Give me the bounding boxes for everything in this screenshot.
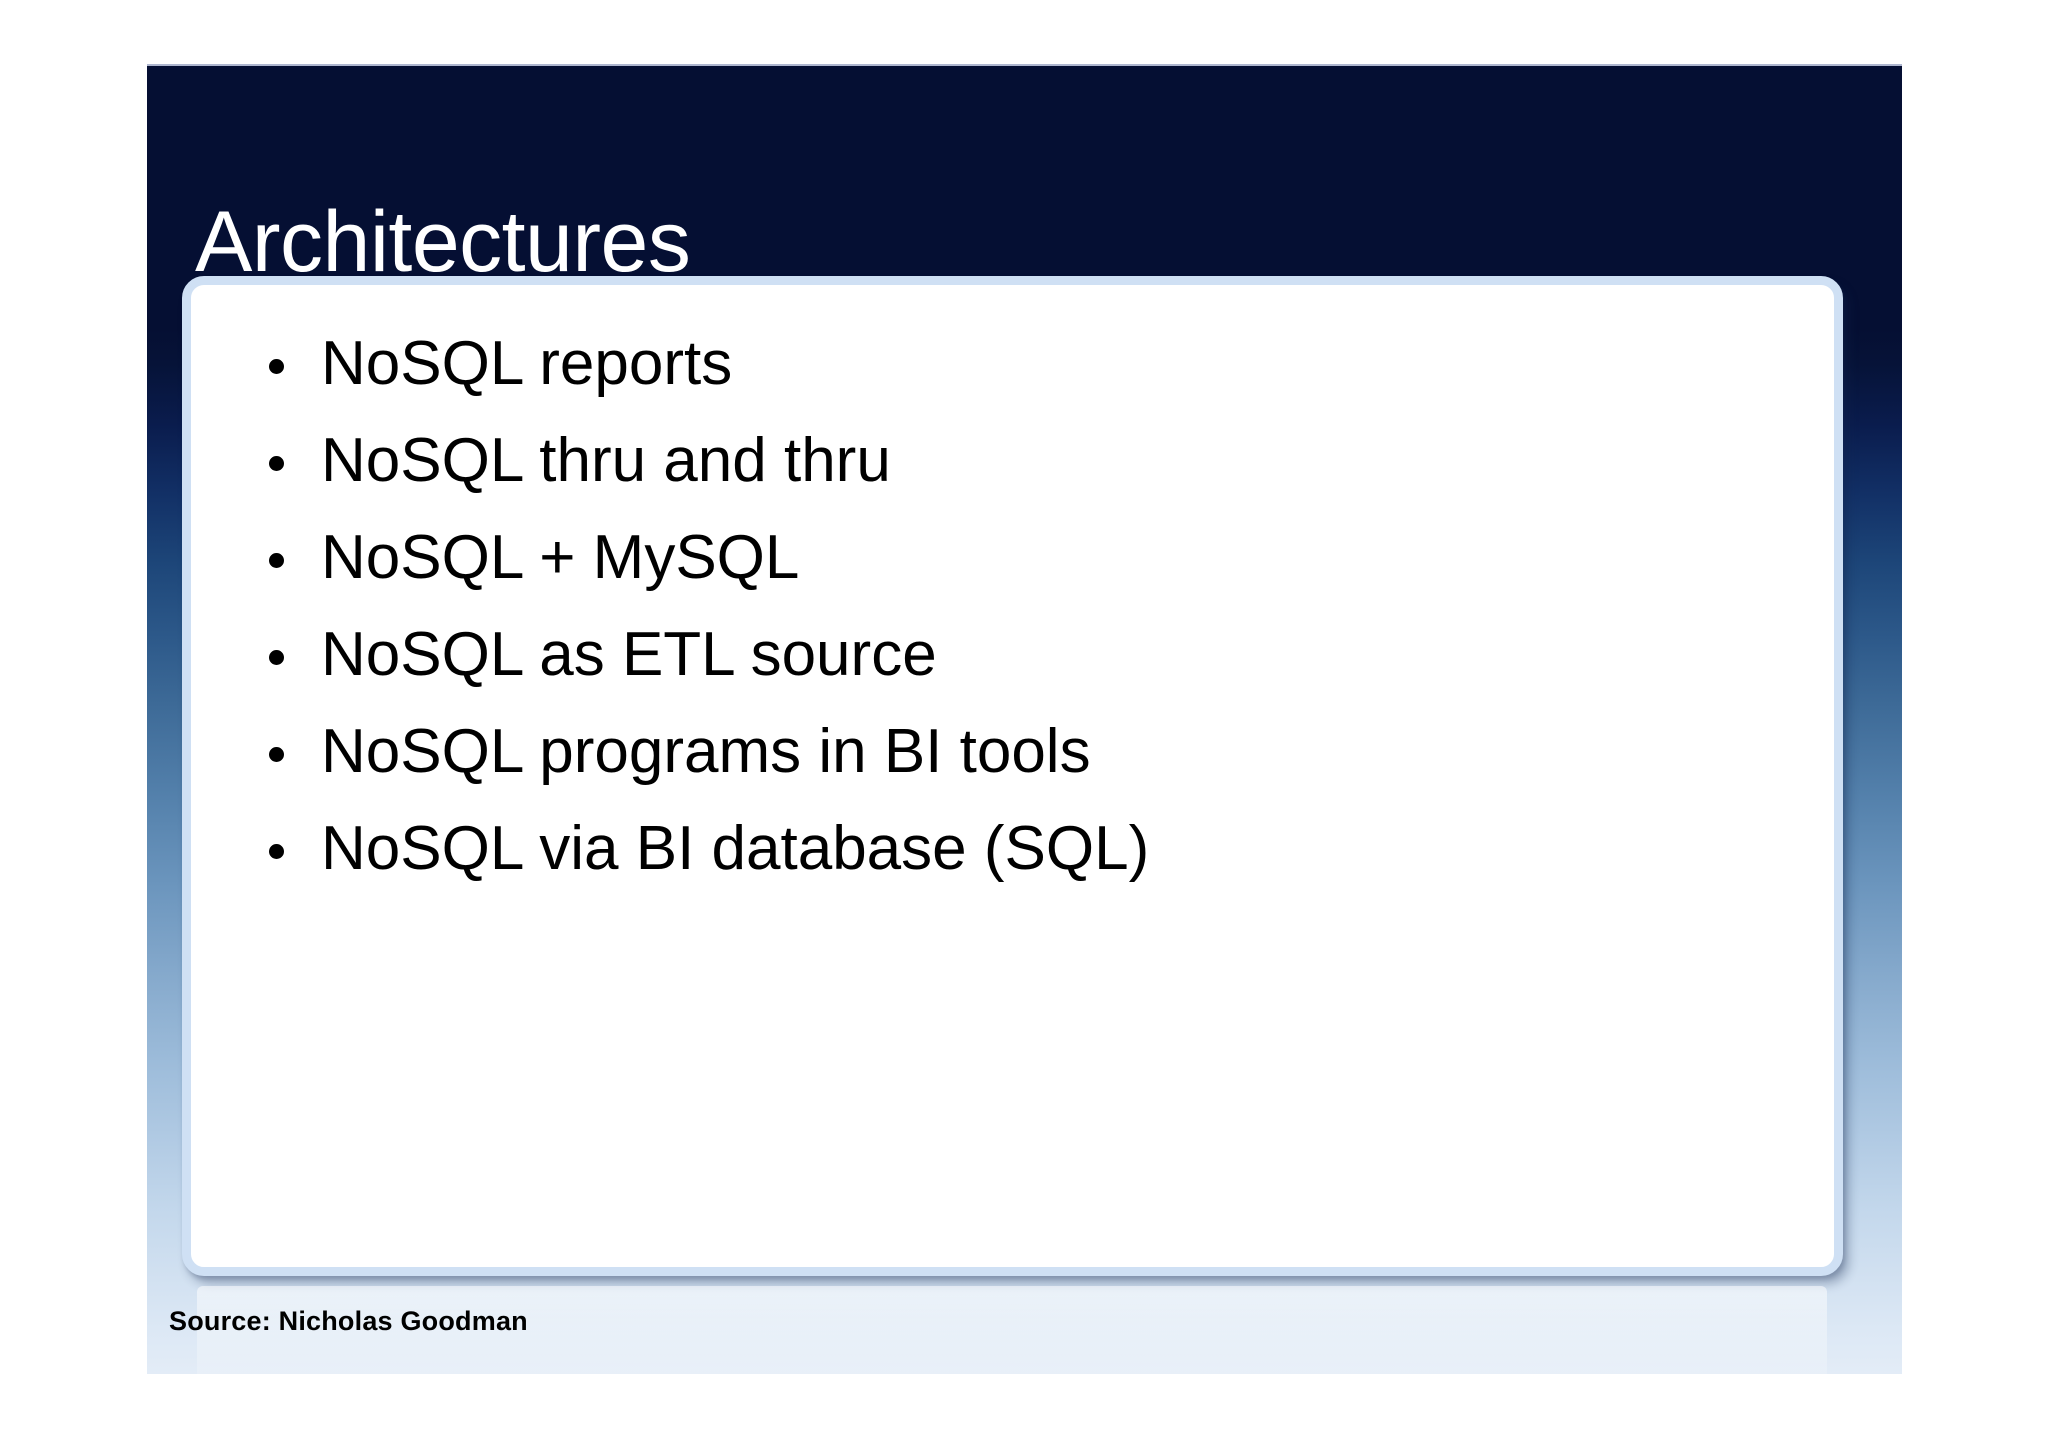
bullet-marker-icon bbox=[269, 844, 284, 859]
list-item: NoSQL + MySQL bbox=[191, 521, 1834, 595]
list-item-label: NoSQL reports bbox=[321, 329, 733, 398]
list-item-label: NoSQL thru and thru bbox=[321, 426, 891, 495]
content-box-wrapper: NoSQL reports NoSQL thru and thru NoSQL … bbox=[182, 276, 1843, 1276]
slide-top-edge-highlight bbox=[147, 64, 1902, 66]
content-box: NoSQL reports NoSQL thru and thru NoSQL … bbox=[182, 276, 1843, 1276]
source-attribution: Source: Nicholas Goodman bbox=[169, 1306, 528, 1336]
page-title: Architectures bbox=[195, 193, 691, 290]
list-item: NoSQL via BI database (SQL) bbox=[191, 812, 1834, 886]
bullet-list: NoSQL reports NoSQL thru and thru NoSQL … bbox=[191, 285, 1834, 1267]
bullet-marker-icon bbox=[269, 359, 284, 374]
presentation-slide: Architectures NoSQL reports NoSQL thru a… bbox=[147, 64, 1902, 1374]
list-item: NoSQL programs in BI tools bbox=[191, 715, 1834, 789]
list-item: NoSQL thru and thru bbox=[191, 424, 1834, 498]
bullet-marker-icon bbox=[269, 456, 284, 471]
list-item-label: NoSQL + MySQL bbox=[321, 523, 800, 592]
list-item: NoSQL as ETL source bbox=[191, 618, 1834, 692]
list-item: NoSQL reports bbox=[191, 327, 1834, 401]
bullet-marker-icon bbox=[269, 747, 284, 762]
list-item-label: NoSQL as ETL source bbox=[321, 620, 937, 689]
bullet-marker-icon bbox=[269, 553, 284, 568]
bullet-marker-icon bbox=[269, 650, 284, 665]
list-item-label: NoSQL programs in BI tools bbox=[321, 717, 1091, 786]
list-item-label: NoSQL via BI database (SQL) bbox=[321, 814, 1150, 883]
